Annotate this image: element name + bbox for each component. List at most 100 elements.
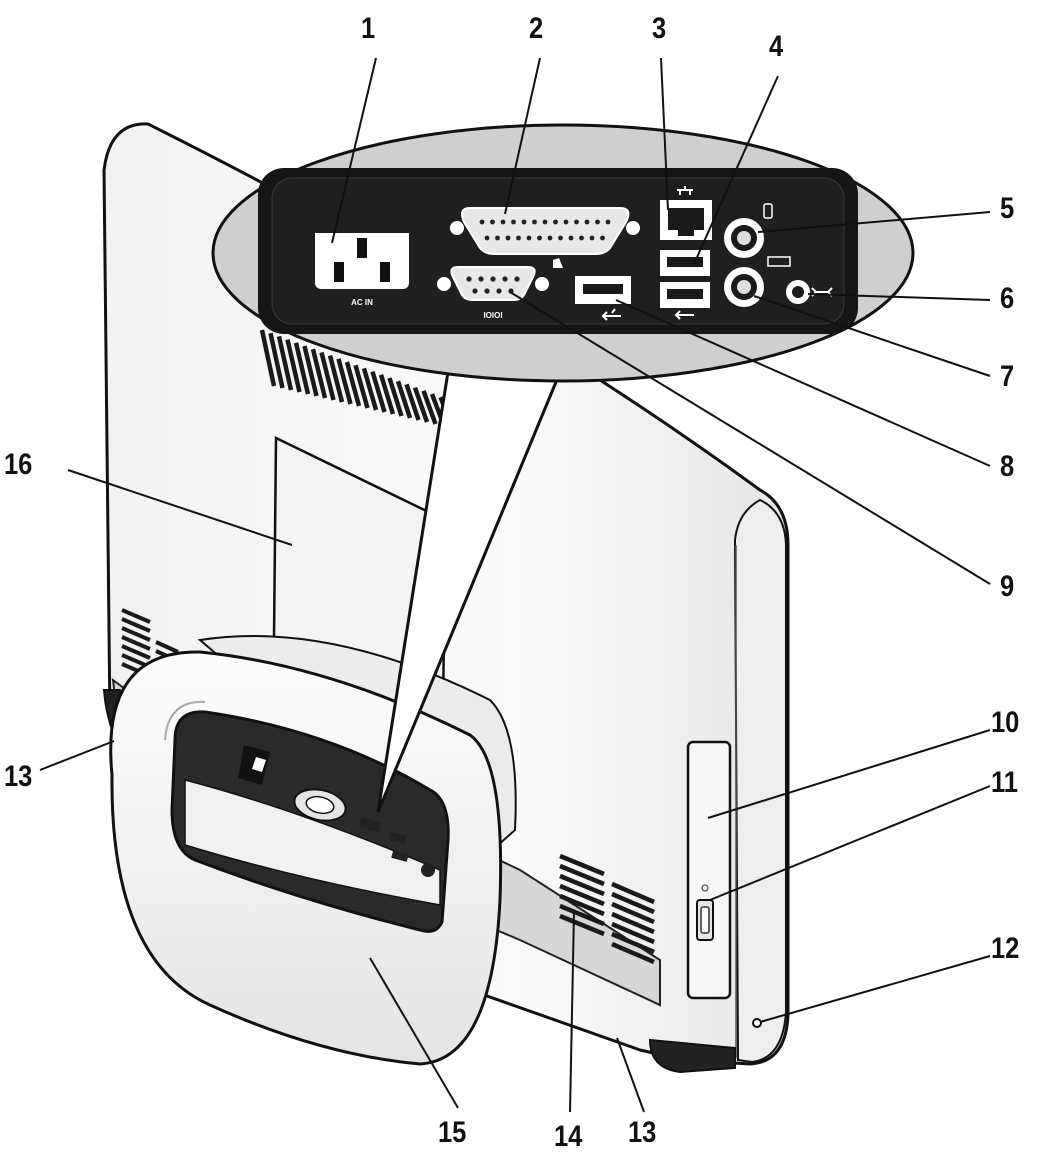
vent-slot [344,361,362,407]
zoom-cone [376,371,558,813]
connector-pin [472,288,478,294]
audio-jack [786,280,833,304]
leader-line-13a [39,740,115,771]
vent-slot [611,911,655,935]
vent-slot [559,903,605,927]
vent-slot [276,335,294,391]
connector-pin [537,235,542,241]
callout-4: 4 [769,30,784,63]
leader-line-1 [331,57,377,244]
vent-slot [121,644,151,660]
connector-pin [479,219,485,225]
leader-line-6 [807,293,991,301]
connector-pin [558,235,563,241]
vent-slot [412,386,430,423]
connector-pin [495,235,500,241]
connector-pin [553,219,558,225]
leader-line-10 [707,729,991,819]
leader-line-2 [504,57,541,215]
ps2-port-top [724,203,773,258]
vent-slot [155,640,179,654]
connector-pin [574,219,579,225]
callout-9: 9 [1000,570,1015,603]
connector-pin [600,235,605,241]
connector-pin [526,235,532,241]
vent-slot [319,351,336,401]
vent-slot [293,342,311,395]
vent-slot [370,370,387,413]
network-port [660,186,712,240]
vent-slot [559,863,605,887]
usb-port-single [575,276,631,321]
callout-11: 11 [991,766,1018,799]
vent-slot [121,635,151,651]
callout-8: 8 [1000,450,1015,483]
leader-line-7 [753,295,991,377]
vent-slot [353,364,370,409]
connector-pin [521,219,527,225]
leader-line-16 [67,469,293,546]
vent-slot [611,891,655,915]
vent-slot [268,332,285,389]
connector-pin [505,235,511,241]
connector-pin [514,276,520,282]
vent-slot [327,355,345,403]
vent-slot [302,345,319,397]
connector-pin [605,219,611,225]
connector-pin [542,219,548,225]
vent-slot [559,913,605,937]
connector-pin [511,219,516,225]
vent-slot [361,367,379,411]
connector-pin [589,235,595,241]
vent-slot [121,626,151,642]
vent-slot [611,921,655,945]
connector-pin [500,219,506,225]
connector-pin [484,288,490,294]
vent-slot [285,339,302,393]
vent-slot [559,873,605,897]
vent-slot [336,358,353,405]
callout-3: 3 [652,12,667,45]
vent-slot [611,941,655,965]
vent-slot [611,881,655,905]
leader-line-11 [709,785,991,901]
serial-connector: IOIOI [437,266,549,320]
connector-pin [568,235,574,241]
vent-slot [404,383,421,421]
power-label: AC IN [351,298,373,307]
leader-line-13b [616,1037,645,1113]
leader-line-15 [369,957,459,1109]
callout-7: 7 [1000,360,1015,393]
top-vent-grille [259,329,455,429]
bottom-vents [559,853,655,965]
callout-13-bottom: 13 [628,1116,657,1149]
leader-line-8 [615,299,991,467]
leader-line-4 [693,75,779,265]
leader-line-9 [509,291,991,585]
vent-slot [559,893,605,917]
stand [109,635,517,1066]
callout-12: 12 [991,932,1020,965]
vent-slot [611,901,655,925]
leader-line-14 [569,911,575,1113]
vent-slot [611,931,655,955]
vent-slot [559,883,605,907]
callout-1: 1 [361,12,376,45]
callout-13-left: 13 [4,760,33,793]
parallel-connector [450,207,640,268]
optical-drive [686,740,732,1000]
security-slot [752,1018,762,1028]
connector-pin [516,235,521,241]
connector-pin [478,276,484,282]
vent-slot [259,329,277,387]
connector-pin [547,235,553,241]
leader-line-12 [759,955,991,1023]
usb-port-pair [660,250,710,320]
port-panel-inset: AC IN IOIOI [211,123,915,383]
leader-line-3 [660,57,669,211]
vent-slot [121,617,151,633]
vent-slot [121,608,151,624]
connector-pin [484,235,490,241]
vent-slot [310,348,328,399]
